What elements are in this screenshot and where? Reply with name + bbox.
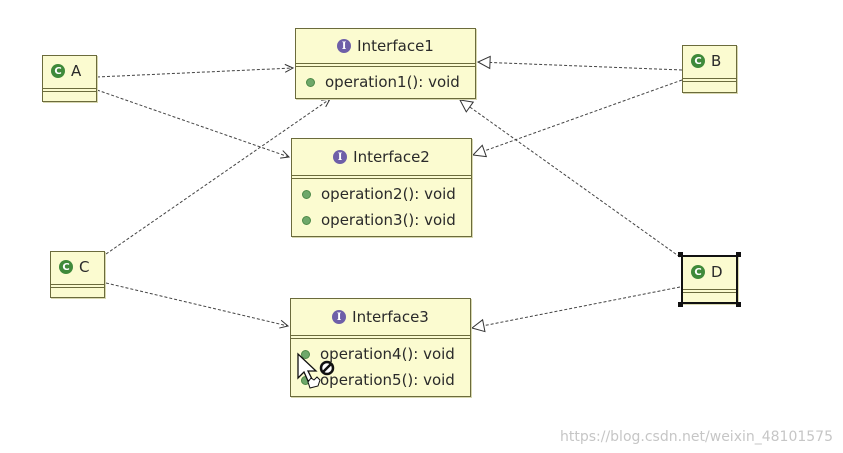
divider [51,284,104,285]
edge-a-interface1[interactable] [96,68,293,78]
interface2-name: Interface2 [353,148,430,166]
divider [683,289,736,290]
operation-label: operation2(): void [321,185,456,203]
operation-item[interactable]: operation3(): void [302,207,471,233]
watermark: https://blog.csdn.net/weixin_48101575 [559,429,833,445]
operation-label: operation4(): void [320,345,455,363]
edge-a-interface2[interactable] [96,89,289,157]
divider [296,63,475,64]
edge-c-interface3[interactable] [105,282,288,326]
drag-cursor-icon [297,352,335,389]
operation-label: operation3(): void [321,211,456,229]
class-icon: C [691,54,705,68]
class-a-box[interactable]: C A [42,55,97,102]
class-d-compartments [683,289,736,293]
interface3-header: I Interface3 [291,299,470,335]
divider [291,335,470,336]
class-icon: C [51,64,65,78]
edge-d-interface1[interactable] [460,100,681,258]
edge-d-interface3[interactable] [472,286,681,328]
public-method-icon [302,215,311,225]
class-icon: C [59,260,73,274]
divider [51,287,104,288]
selection-handle[interactable] [736,302,741,307]
interface2-header: I Interface2 [292,139,471,175]
class-d-header: C D [683,257,736,287]
edge-b-interface2[interactable] [473,79,683,155]
interface-icon: I [333,150,348,164]
interface3-box[interactable]: I Interface3 operation4(): void operatio… [290,298,471,397]
operation-item[interactable]: operation4(): void [301,341,470,367]
selection-handle[interactable] [736,252,741,257]
interface3-operations: operation4(): void operation5(): void [291,339,470,393]
class-d-box[interactable]: C D [681,255,738,304]
interface1-name: Interface1 [357,37,434,55]
class-c-compartments [51,284,104,288]
operation-label: operation5(): void [320,371,455,389]
interface1-box[interactable]: I Interface1 operation1(): void [295,28,476,99]
selection-handle[interactable] [678,302,683,307]
interface2-operations: operation2(): void operation3(): void [292,179,471,233]
class-b-box[interactable]: C B [682,45,737,93]
class-a-compartments [43,88,96,92]
class-b-name: B [711,52,722,70]
divider [43,88,96,89]
divider [292,175,471,176]
divider [683,292,736,293]
public-method-icon [301,349,310,359]
public-method-icon [306,77,315,87]
divider [683,81,736,82]
interface1-header: I Interface1 [296,29,475,63]
class-b-header: C B [683,46,736,76]
class-c-box[interactable]: C C [50,251,105,298]
divider [683,78,736,79]
class-b-compartments [683,78,736,82]
class-c-header: C C [51,252,104,282]
selection-handle[interactable] [678,252,683,257]
class-c-name: C [79,258,90,276]
class-icon: C [691,265,705,279]
divider [296,66,475,67]
interface1-operations: operation1(): void [296,67,475,95]
operation-item[interactable]: operation1(): void [306,69,475,95]
divider [43,91,96,92]
class-a-name: A [71,62,82,80]
operation-item[interactable]: operation2(): void [302,181,471,207]
interface-icon: I [337,39,352,53]
divider [291,338,470,339]
operation-label: operation1(): void [325,73,460,91]
edge-c-interface1[interactable] [105,99,330,255]
interface2-box[interactable]: I Interface2 operation2(): void operatio… [291,138,472,237]
class-a-header: C A [43,56,96,86]
public-method-icon [302,189,311,199]
divider [292,178,471,179]
interface-icon: I [332,310,347,324]
class-d-name: D [711,263,723,281]
edge-b-interface1[interactable] [478,62,683,71]
interface3-name: Interface3 [352,308,429,326]
